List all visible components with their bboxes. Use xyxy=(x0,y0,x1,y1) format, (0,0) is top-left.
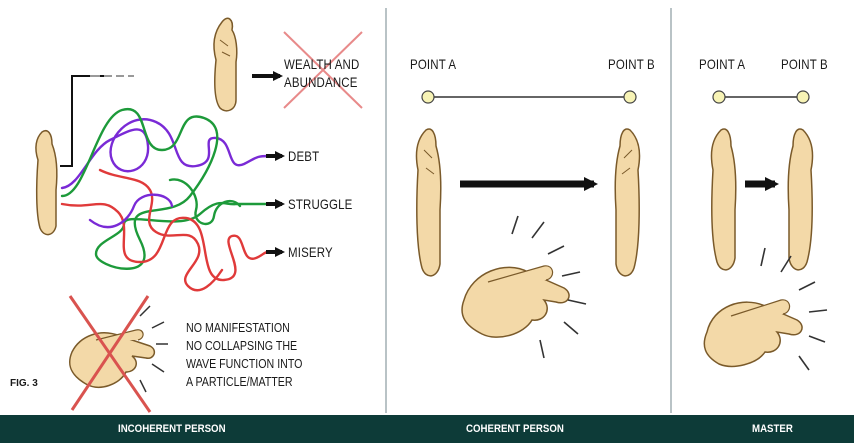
divider-2 xyxy=(670,8,672,413)
coherent-panel: POINT A POINT B xyxy=(388,0,670,415)
coherent-footer-label: COHERENT PERSON xyxy=(466,415,564,443)
raised-hand-icon xyxy=(214,18,237,111)
point-b-label: POINT B xyxy=(781,56,828,72)
point-a-marker xyxy=(713,91,725,103)
right-hand-icon xyxy=(788,129,812,270)
point-b-marker xyxy=(624,91,636,103)
divider-1 xyxy=(385,8,387,413)
point-a-label: POINT A xyxy=(410,56,456,72)
struggle-label: STRUGGLE xyxy=(288,196,352,212)
incoherent-footer-label: INCOHERENT PERSON xyxy=(118,415,226,443)
clapping-hands-icon xyxy=(462,266,569,337)
note-line3: WAVE FUNCTION INTO xyxy=(186,356,302,371)
point-b-label: POINT B xyxy=(608,56,655,72)
wealth-label-line1: WEALTH AND xyxy=(284,56,359,72)
point-a-marker xyxy=(422,91,434,103)
point-a-label: POINT A xyxy=(699,56,745,72)
right-hand-icon xyxy=(615,129,639,276)
note-line4: A PARTICLE/MATTER xyxy=(186,374,293,389)
tangled-lines xyxy=(62,109,268,290)
debt-label: DEBT xyxy=(288,148,319,164)
left-hand-icon xyxy=(36,131,57,235)
incoherent-panel: WEALTH AND ABUNDANCE DEBT STRUGGLE MISER… xyxy=(0,0,385,415)
note-line1: NO MANIFESTATION xyxy=(186,320,290,335)
left-hand-icon xyxy=(416,129,440,276)
point-b-marker xyxy=(797,91,809,103)
left-hand-icon xyxy=(711,129,735,270)
footer-bar: INCOHERENT PERSON COHERENT PERSON MASTER xyxy=(0,415,854,443)
clapping-hands-icon xyxy=(704,300,802,367)
master-panel: POINT A POINT B xyxy=(673,0,854,415)
connector-line xyxy=(60,76,112,166)
wealth-label-line2: ABUNDANCE xyxy=(284,74,358,90)
note-line2: NO COLLAPSING THE xyxy=(186,338,297,353)
master-footer-label: MASTER xyxy=(752,415,793,443)
figure-label: FIG. 3 xyxy=(10,378,38,389)
misery-label: MISERY xyxy=(288,244,333,260)
